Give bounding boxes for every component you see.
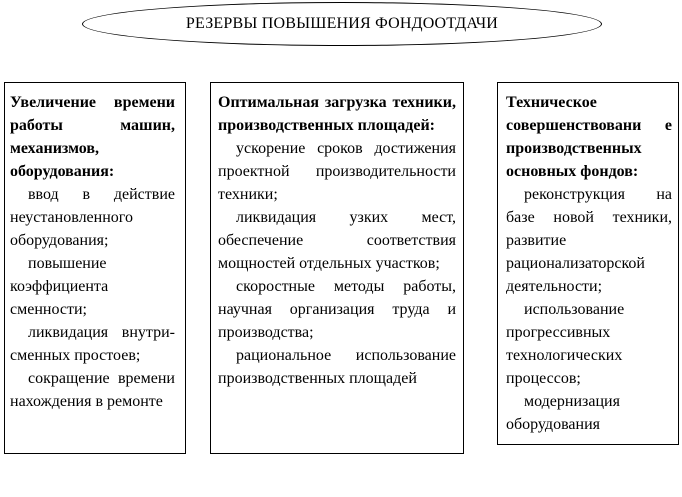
- list-item: реконструкция на базе новой техники, раз…: [506, 186, 672, 295]
- box-tech-improvement: [497, 82, 679, 445]
- column-work-time: Увеличение времени работы машин, механиз…: [10, 91, 175, 413]
- column-heading: Увеличение времени работы машин, механиз…: [10, 94, 175, 180]
- box-optimal-load: [210, 82, 464, 454]
- list-item: скоростные методы работы, научная органи…: [218, 278, 456, 341]
- list-item: модернизация оборудования: [506, 393, 620, 433]
- list-item: сокращение времени нахождения в ремонте: [10, 370, 175, 410]
- list-item: ликвидация узких мест, обеспечение соотв…: [218, 209, 456, 272]
- column-heading: Оптимальная загрузка техники, производст…: [218, 94, 456, 134]
- list-item: повышение коэффициента сменности;: [10, 255, 109, 318]
- list-item: ускорение сроков достижения проектной пр…: [218, 140, 456, 203]
- diagram-title: РЕЗЕРВЫ ПОВЫШЕНИЯ ФОНДООТДАЧИ: [82, 2, 602, 46]
- column-optimal-load: Оптимальная загрузка техники, производст…: [218, 91, 456, 390]
- list-item: рациональное использование производствен…: [218, 347, 456, 387]
- column-heading: Техническое совершенствовани е производс…: [506, 94, 672, 180]
- box-work-time: [4, 82, 186, 454]
- list-item: ввод в действие неустановленного оборудо…: [10, 186, 175, 249]
- list-item: ликвидация внутри-сменных простоев;: [10, 324, 175, 364]
- column-tech-improvement: Техническое совершенствовани е производс…: [506, 91, 672, 436]
- list-item: использование прогрессивных технологичес…: [506, 301, 625, 387]
